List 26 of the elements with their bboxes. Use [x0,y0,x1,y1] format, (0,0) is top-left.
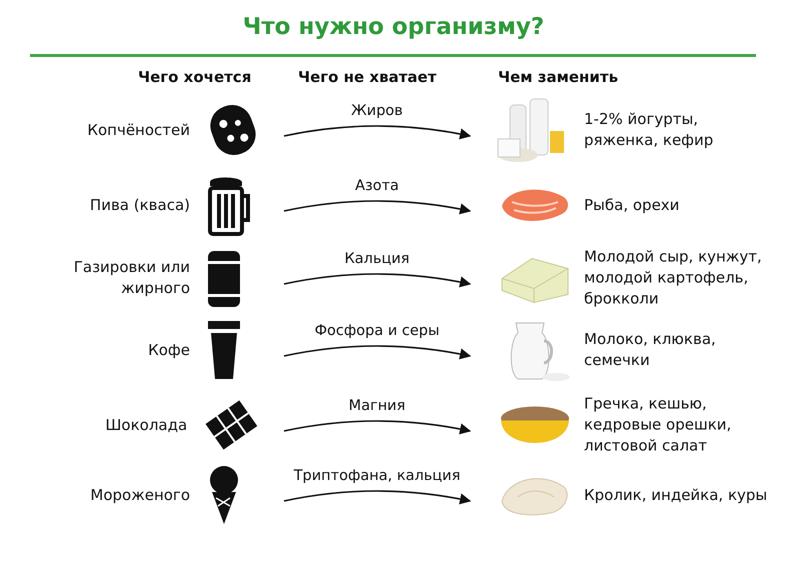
column-header: Чего не хватает [298,68,436,86]
title: Что нужно организму? [242,14,546,40]
replacement-text: Рыба, орехи [584,194,680,216]
edge-label: Триптофана, кальция [292,467,462,485]
craving-text: Копчёностей [86,120,190,140]
craving-text: Мороженого [89,484,190,506]
arrow [284,420,472,435]
craving-text: Пива (кваса) [88,194,190,216]
replacement-text: Кролик, индейка, куры [584,484,768,506]
column-header: Чего хочется [138,68,252,86]
edge-label: Фосфора и серы [312,322,442,340]
edge-label: Жиров [349,102,405,120]
craving-text: Шоколада [104,414,188,436]
replacement-text: Молоко, клюква, семечки [584,329,717,371]
arrow [284,200,472,215]
arrow [284,125,472,140]
edge-label: Кальция [342,250,412,268]
arrow [284,490,472,505]
arrow [284,345,472,360]
craving-text: Кофе [147,340,190,360]
craving-text: Газировки или жирного [72,257,190,299]
replacement-text: Молодой сыр, кунжут, молодой картофель, брокколи [584,246,763,310]
replacement-text: Гречка, кешью, кедровые орешки, листовой салат [584,394,732,456]
replacement-text: 1-2% йогурты, ряженка, кефир [584,109,714,151]
arrow [284,273,472,288]
column-header: Чем заменить [498,68,618,86]
